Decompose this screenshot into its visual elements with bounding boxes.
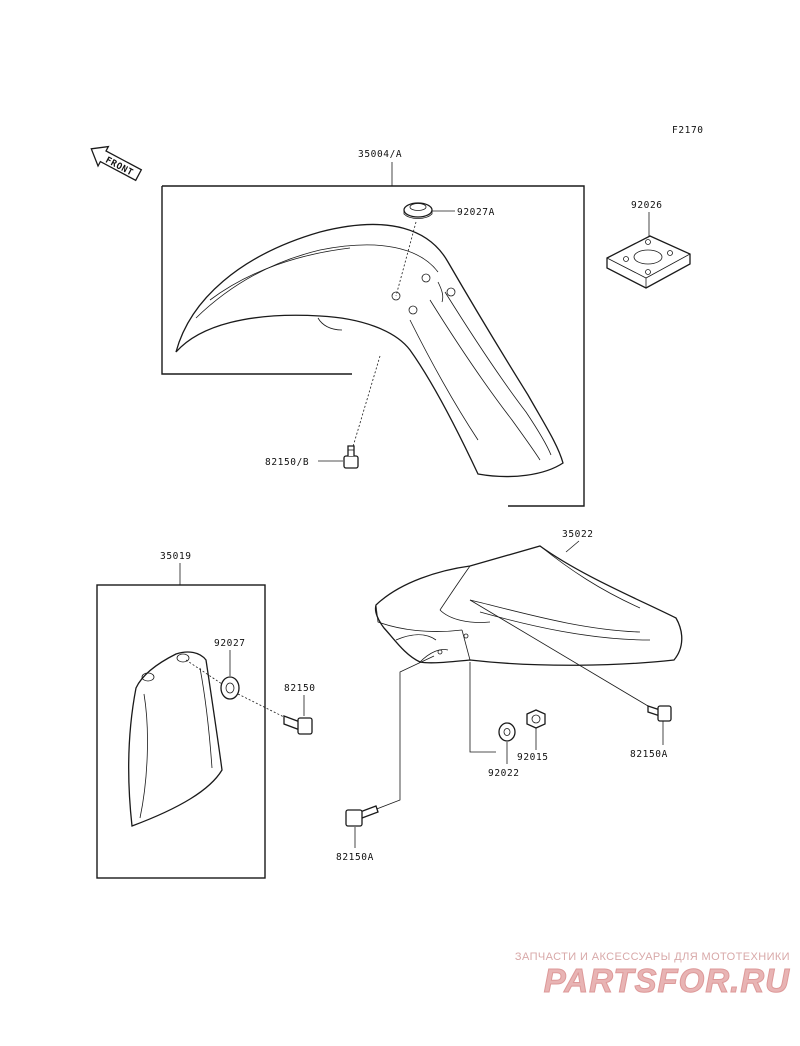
front-direction-arrow: FRONT [90,145,143,182]
label-rear-fender-bolt-right: 82150A [630,749,668,760]
label-front-fender: 35004/A [358,149,402,160]
label-nut: 92015 [517,752,549,763]
rear-fender-bolt-left [345,805,379,827]
washer [498,722,516,742]
mud-guard [128,651,223,827]
watermark-logo: PARTSFOR.RU [543,962,790,1000]
label-mud-guard: 35019 [160,551,192,562]
figure-code: F2170 [672,125,704,136]
label-spacer: 92026 [631,200,663,211]
label-rear-fender: 35022 [562,529,594,540]
rear-fender-bolt-right [647,705,672,722]
label-mud-guard-grommet: 92027 [214,638,246,649]
nut [526,709,546,729]
front-fender [175,223,564,478]
spacer-group: 92026 [606,200,691,289]
spacer [606,235,691,289]
front-fender-bolt [343,445,359,469]
watermark-tagline: ЗАПЧАСТИ И АКСЕССУАРЫ ДЛЯ МОТОТЕХНИКИ [514,951,790,963]
rear-fender-group: 35022 82150A [336,529,683,863]
label-mud-guard-bolt: 82150 [284,683,316,694]
label-washer: 92022 [488,768,520,779]
mud-guard-bolt [283,715,313,735]
label-front-fender-bolt: 82150/B [265,457,309,468]
mud-guard-group: 35019 92027 82150 [96,551,316,879]
mud-guard-box [96,584,266,879]
mud-guard-grommet [220,676,240,700]
rear-fender [374,545,683,666]
front-fender-grommet [403,202,433,219]
front-fender-box [162,185,585,507]
front-fender-group: 35004/A 92027A [161,149,585,507]
label-rear-fender-bolt-left: 82150A [336,852,374,863]
label-front-fender-grommet: 92027A [457,207,495,218]
